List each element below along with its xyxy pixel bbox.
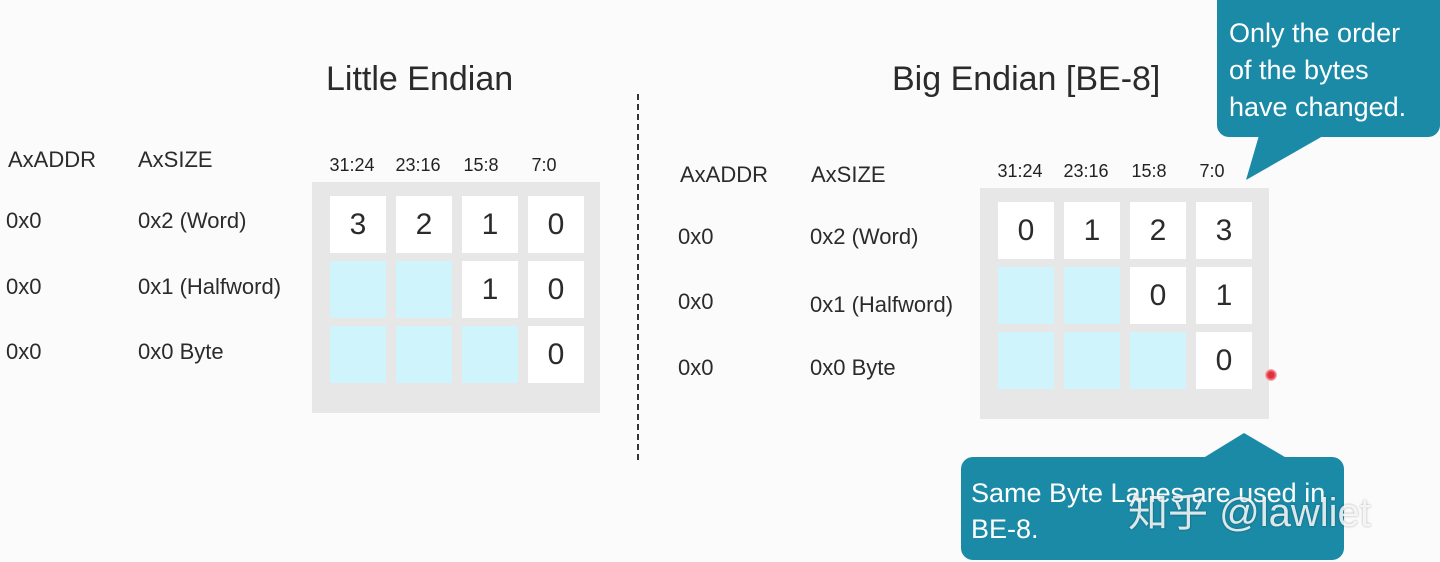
- left-bit-label-31-24: 31:24: [329, 155, 375, 175]
- right-row-addr: 0x0: [678, 289, 714, 314]
- byte-cell: [998, 332, 1054, 389]
- left-row-addr: 0x0: [6, 208, 42, 233]
- right-bit-label-31-24: 31:24: [997, 161, 1043, 181]
- left-byte-lane-grid: 3 2 1 0 1 0 0: [330, 196, 584, 383]
- callout-bottom-text: Same Byte Lanes are used in BE-8.: [971, 475, 1325, 547]
- watermark-text: 知乎 @lawliet: [1128, 491, 1371, 535]
- callout-bottom-tail: [1200, 433, 1290, 460]
- left-row-addr: 0x0: [6, 339, 42, 364]
- byte-cell: [1064, 332, 1120, 389]
- right-bit-label-23-16: 23:16: [1063, 161, 1109, 181]
- little-endian-title: Little Endian: [326, 60, 514, 98]
- right-row-addr: 0x0: [678, 224, 714, 249]
- left-row-size: 0x1 (Halfword): [138, 274, 282, 299]
- left-bit-label-7-0: 7:0: [531, 155, 557, 175]
- left-bit-label-15-8: 15:8: [463, 155, 499, 175]
- right-byte-lane-grid: 0 1 2 3 0 1 0: [998, 202, 1252, 389]
- byte-cell: 2: [1130, 202, 1186, 259]
- byte-cell: [396, 326, 452, 383]
- right-row-size: 0x0 Byte: [810, 355, 896, 380]
- left-byte-lane-panel: 3 2 1 0 1 0 0: [312, 182, 600, 413]
- right-bit-label-7-0: 7:0: [1199, 161, 1225, 181]
- byte-cell: [330, 261, 386, 318]
- pointer-dot-icon: [1265, 369, 1277, 381]
- callout-top-text: Only the order of the bytes have changed…: [1229, 15, 1406, 126]
- right-bit-label-15-8: 15:8: [1131, 161, 1167, 181]
- big-endian-title: Big Endian [BE-8]: [892, 60, 1161, 98]
- byte-cell: 1: [1064, 202, 1120, 259]
- byte-cell: 1: [462, 196, 518, 253]
- byte-cell: 0: [528, 326, 584, 383]
- right-axaddr-header: AxADDR: [680, 162, 769, 187]
- callout-top-tail: [1246, 132, 1330, 180]
- left-axaddr-header: AxADDR: [8, 147, 97, 172]
- callout-top-line: have changed.: [1229, 92, 1407, 122]
- dashed-divider: [637, 94, 639, 460]
- right-byte-lane-panel: 0 1 2 3 0 1 0: [980, 188, 1269, 419]
- byte-cell: 0: [528, 196, 584, 253]
- byte-cell: 1: [462, 261, 518, 318]
- right-row-addr: 0x0: [678, 355, 714, 380]
- right-row-size: 0x2 (Word): [810, 224, 919, 249]
- right-row-size: 0x1 (Halfword): [810, 292, 954, 317]
- callout-top-line: of the bytes: [1229, 55, 1369, 85]
- left-row-size: 0x2 (Word): [138, 208, 247, 233]
- byte-cell: [1064, 267, 1120, 324]
- byte-cell: 1: [1196, 267, 1252, 324]
- byte-cell: 0: [528, 261, 584, 318]
- byte-cell: 3: [330, 196, 386, 253]
- byte-cell: [1130, 332, 1186, 389]
- left-axsize-header: AxSIZE: [138, 147, 213, 172]
- callout-bottom-line: Same Byte Lanes are used in: [971, 478, 1326, 508]
- left-row-size: 0x0 Byte: [138, 339, 224, 364]
- callout-bottom-line: BE-8.: [971, 514, 1039, 544]
- byte-cell: [396, 261, 452, 318]
- callout-top-line: Only the order: [1229, 18, 1401, 48]
- left-row-addr: 0x0: [6, 274, 42, 299]
- byte-cell: 0: [1130, 267, 1186, 324]
- callout-bottom: Same Byte Lanes are used in BE-8.: [961, 457, 1344, 560]
- left-bit-label-23-16: 23:16: [395, 155, 441, 175]
- byte-cell: 2: [396, 196, 452, 253]
- byte-cell: [998, 267, 1054, 324]
- byte-cell: 3: [1196, 202, 1252, 259]
- callout-top: Only the order of the bytes have changed…: [1217, 0, 1440, 137]
- byte-cell: 0: [998, 202, 1054, 259]
- right-axsize-header: AxSIZE: [811, 162, 886, 187]
- byte-cell: [462, 326, 518, 383]
- byte-cell: 0: [1196, 332, 1252, 389]
- byte-cell: [330, 326, 386, 383]
